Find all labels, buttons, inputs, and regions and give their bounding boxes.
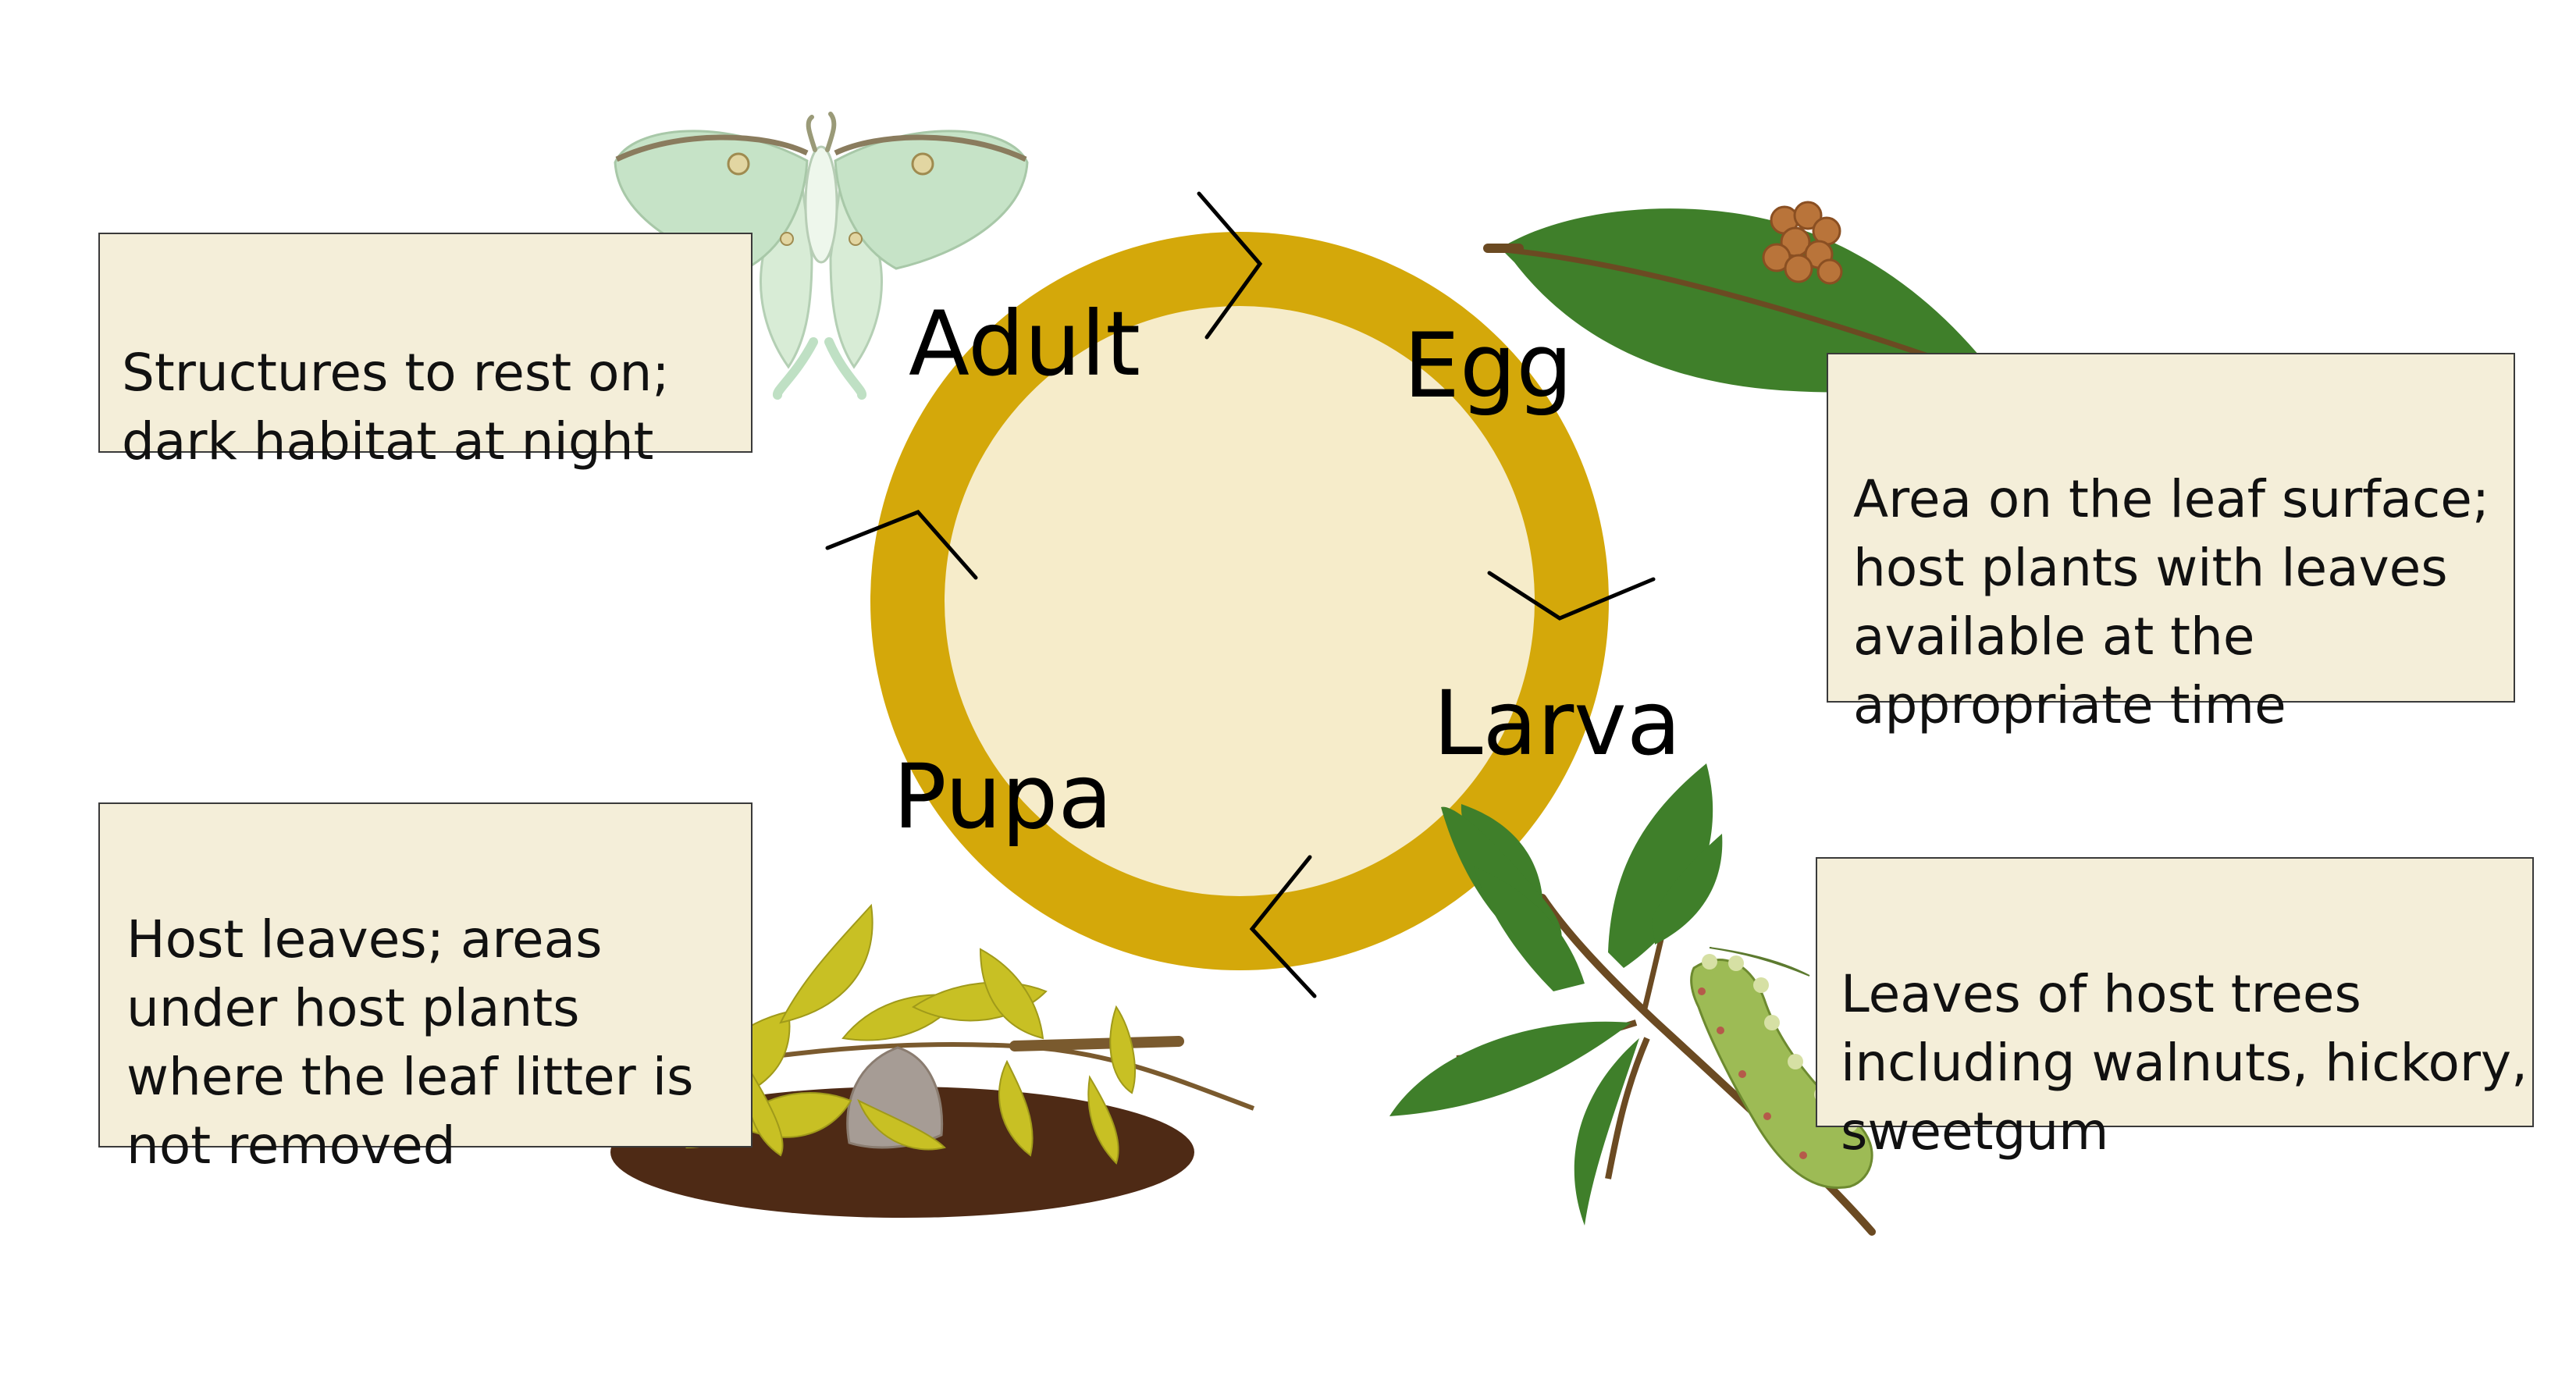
arrow-adult-to-egg-icon [1197, 191, 1263, 340]
egg-habitat-text: Area on the leaf surface; host plants wi… [1853, 469, 2490, 735]
larva-habitat-note: Leaves of host trees including walnuts, … [1816, 857, 2534, 1162]
adult-habitat-note: Structures to rest on; dark habitat at n… [98, 233, 753, 471]
life-cycle-ring [870, 232, 1609, 970]
egg-habitat-note: Area on the leaf surface; host plants wi… [1827, 353, 2515, 735]
adult-habitat-text: Structures to rest on; dark habitat at n… [122, 343, 670, 471]
cycle-arrows [825, 191, 1656, 998]
stage-label-pupa: Pupa [893, 745, 1113, 849]
larva-habitat-text: Leaves of host trees including walnuts, … [1841, 964, 2528, 1162]
stage-label-egg: Egg [1404, 314, 1573, 418]
pupa-habitat-note: Host leaves; areas under host plants whe… [98, 802, 753, 1176]
luna-moth-icon [614, 112, 1029, 400]
arrow-egg-to-larva-icon [1487, 571, 1656, 621]
caterpillar-on-branch-icon [1389, 763, 1876, 1236]
pupa-habitat-text: Host leaves; areas under host plants whe… [126, 909, 694, 1176]
stage-label-adult: Adult [909, 292, 1140, 396]
arrow-larva-to-pupa-icon [1249, 855, 1317, 998]
stage-label-larva: Larva [1433, 671, 1681, 775]
egg-cluster [1762, 201, 1843, 285]
leaf-with-eggs-icon [1483, 201, 1998, 393]
arrow-pupa-to-adult-icon [825, 510, 978, 580]
caterpillar [1690, 954, 1873, 1189]
